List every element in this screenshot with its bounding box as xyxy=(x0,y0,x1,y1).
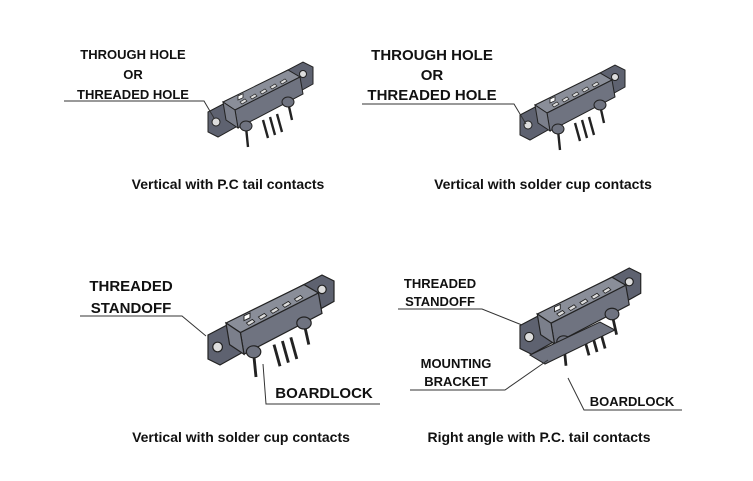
connector-standoff xyxy=(206,273,336,379)
caption-solder-cup: Vertical with solder cup contacts xyxy=(434,176,652,192)
label-threaded-4: THREADED xyxy=(403,276,477,291)
label-or-2: OR xyxy=(420,67,444,84)
label-threaded-3: THREADED xyxy=(89,278,173,295)
label-threaded-hole-1: THREADED HOLE xyxy=(77,87,189,102)
label-standoff-3: STANDOFF xyxy=(90,300,172,317)
connector-solder-cup xyxy=(518,63,627,152)
label-bracket: BRACKET xyxy=(424,374,488,389)
caption-pc-tail: Vertical with P.C tail contacts xyxy=(131,176,325,192)
caption-solder-cup-standoff: Vertical with solder cup contacts xyxy=(132,429,350,445)
label-standoff-4: STANDOFF xyxy=(405,294,475,309)
caption-right-angle: Right angle with P.C. tail contacts xyxy=(427,429,651,445)
label-mounting: MOUNTING xyxy=(420,356,492,371)
label-boardlock-3: BOARDLOCK xyxy=(275,385,373,402)
label-threaded-hole-2: THREADED HOLE xyxy=(367,87,497,104)
connector-pc-tail xyxy=(206,60,315,149)
label-or-1: OR xyxy=(123,67,143,82)
connector-right-angle xyxy=(518,266,643,368)
label-boardlock-4: BOARDLOCK xyxy=(589,394,675,409)
label-through-hole-2: THROUGH HOLE xyxy=(371,47,493,64)
leader-lines xyxy=(64,100,682,411)
label-through-hole-1: THROUGH HOLE xyxy=(80,47,186,62)
